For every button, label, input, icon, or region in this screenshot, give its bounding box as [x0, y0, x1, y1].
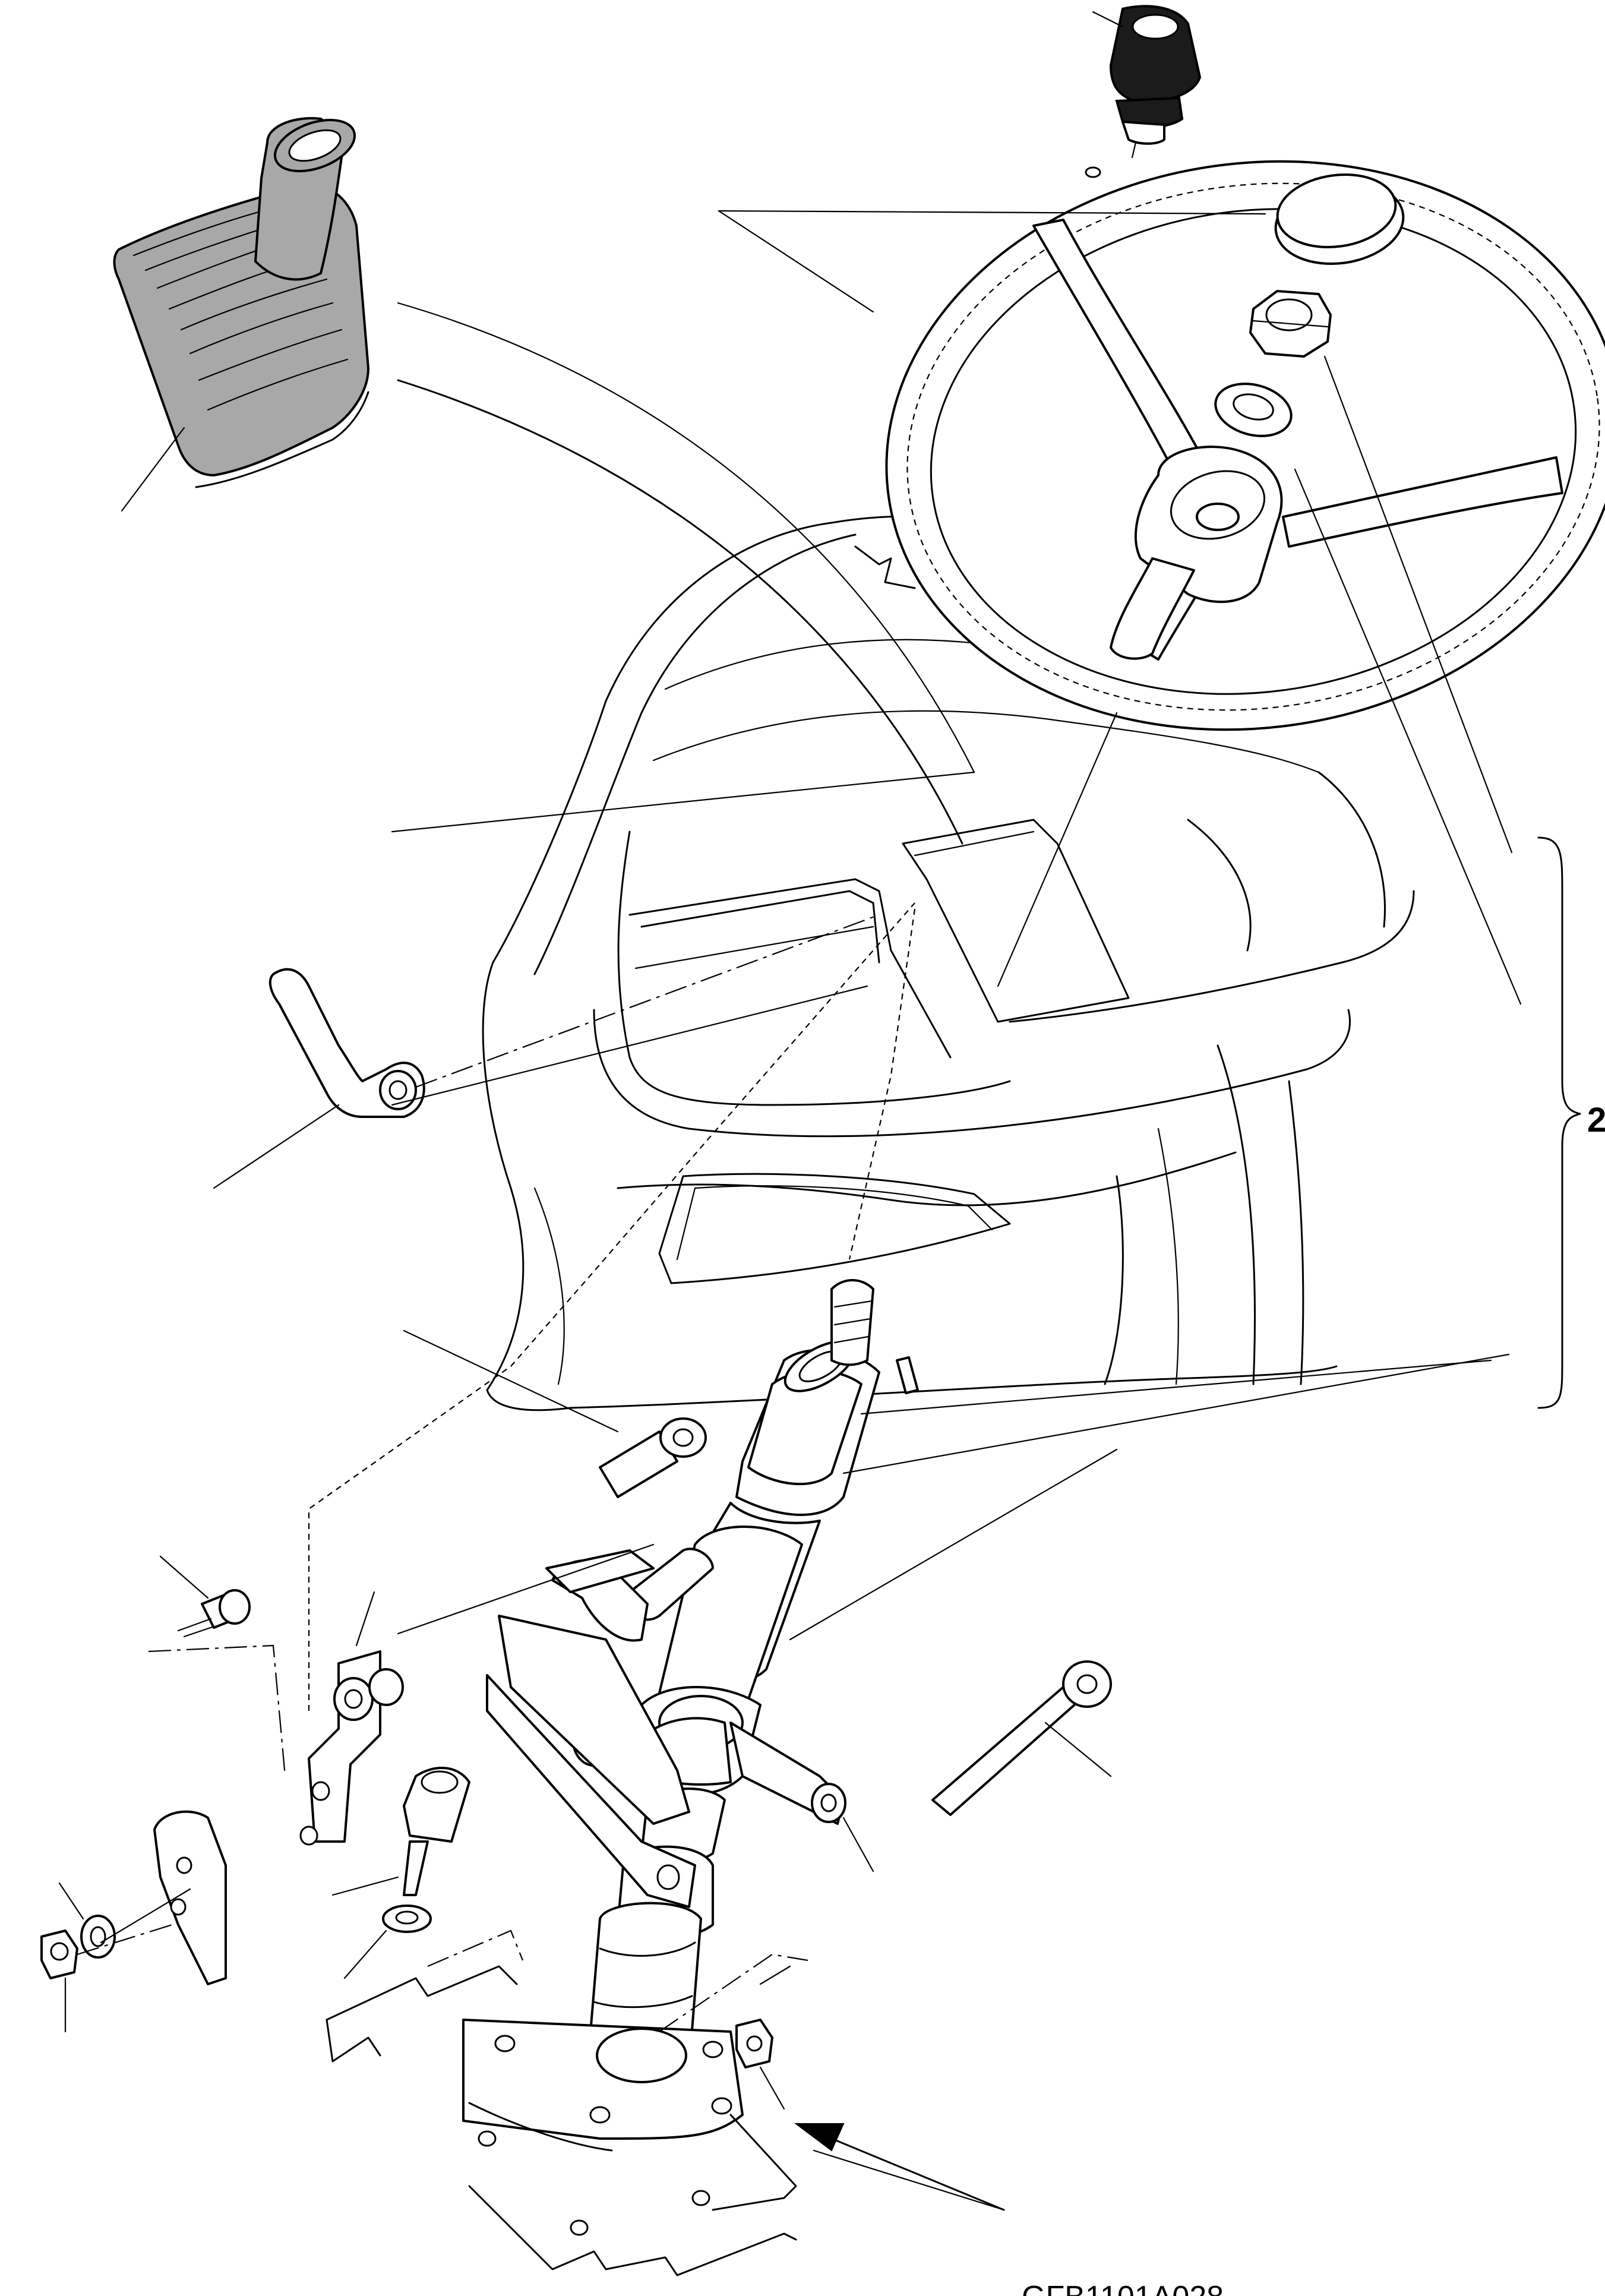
gear-boot-leader — [397, 379, 963, 845]
washer-left — [80, 1915, 116, 1959]
view-arrow — [794, 2123, 1005, 2211]
drawing-code: GFB1101A028 — [1022, 2280, 1224, 2296]
leader-lines — [58, 11, 1522, 2211]
socket-screw — [403, 1767, 470, 1896]
wheel-nut — [1249, 290, 1332, 358]
gear-lever-boot — [113, 117, 369, 488]
nut-left — [40, 1929, 78, 1979]
nut-right — [735, 2019, 773, 2068]
washer-mid — [382, 1905, 432, 1933]
group-label: 2 — [1587, 1101, 1605, 1139]
gear-boot-leader-thin — [397, 302, 975, 773]
wheel-washer — [1214, 383, 1293, 437]
steering-wheel — [885, 160, 1605, 731]
dashboard-housing — [482, 516, 1415, 1411]
horn-cap — [1274, 173, 1405, 265]
bolt-upper-left — [177, 1589, 251, 1638]
tilt-bracket — [299, 1650, 404, 1846]
tilt-clamp-handle — [268, 968, 425, 1118]
spinner-knob — [1085, 5, 1202, 178]
support-plate — [153, 1810, 227, 1985]
bolt-center — [599, 1417, 707, 1498]
long-bolt — [931, 1660, 1112, 1816]
group-brace — [1537, 836, 1581, 1409]
floor-plate — [326, 1965, 797, 2276]
